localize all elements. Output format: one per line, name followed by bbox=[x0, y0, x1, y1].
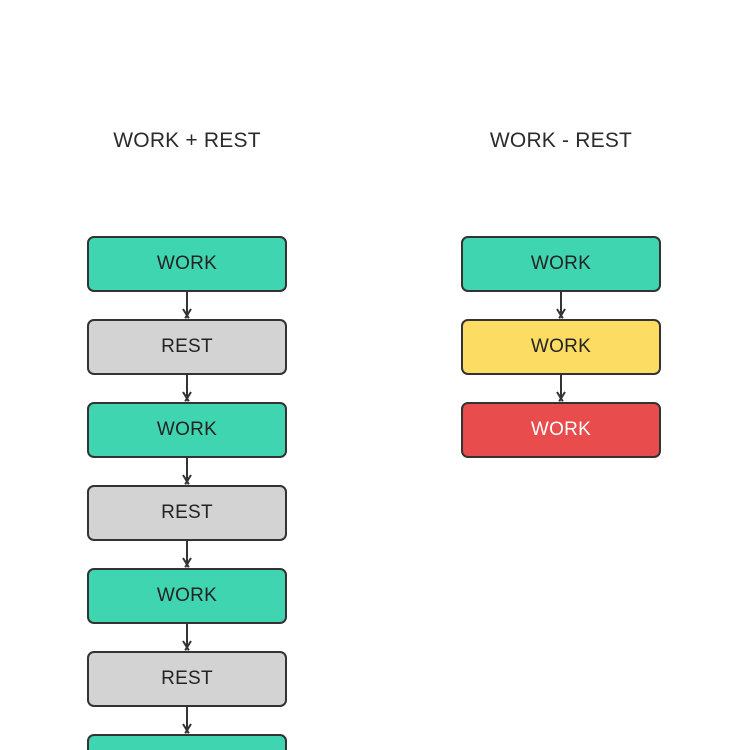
flow-node-label: WORK bbox=[156, 585, 218, 606]
arrow-line bbox=[186, 707, 188, 729]
flow-arrow bbox=[87, 541, 287, 568]
arrow-line bbox=[560, 292, 562, 314]
flow-node-work[interactable]: WORK bbox=[87, 734, 287, 750]
flow-node-rest[interactable]: REST bbox=[87, 485, 287, 541]
flow-node-label: REST bbox=[161, 502, 213, 523]
arrow-line bbox=[186, 458, 188, 480]
flow-node-label: WORK bbox=[530, 336, 592, 357]
column-title-work-minus-rest: WORK - REST bbox=[489, 129, 633, 152]
flow-node-work[interactable]: WORK bbox=[461, 402, 661, 458]
flow-node-label: REST bbox=[161, 336, 213, 357]
flow-node-work[interactable]: WORK bbox=[87, 402, 287, 458]
arrow-line bbox=[186, 375, 188, 397]
flow-chain-right: WORK WORK WORK bbox=[461, 236, 661, 458]
flow-node-rest[interactable]: REST bbox=[87, 319, 287, 375]
flow-node-label: REST bbox=[161, 668, 213, 689]
flow-node-work[interactable]: WORK bbox=[87, 568, 287, 624]
flow-node-label: WORK bbox=[530, 419, 592, 440]
flow-node-label: WORK bbox=[530, 253, 592, 274]
flow-arrow bbox=[461, 375, 661, 402]
arrow-line bbox=[560, 375, 562, 397]
flow-arrow bbox=[87, 292, 287, 319]
flow-arrow bbox=[87, 707, 287, 734]
flow-node-rest[interactable]: REST bbox=[87, 651, 287, 707]
flow-node-label: WORK bbox=[156, 253, 218, 274]
flow-node-work[interactable]: WORK bbox=[461, 236, 661, 292]
flow-arrow bbox=[87, 624, 287, 651]
arrow-line bbox=[186, 541, 188, 563]
flow-node-work[interactable]: WORK bbox=[461, 319, 661, 375]
flow-arrow bbox=[87, 458, 287, 485]
column-title-work-plus-rest: WORK + REST bbox=[113, 129, 261, 152]
flow-chain-left: WORK REST WORK REST WORK REST WORK bbox=[87, 236, 287, 750]
flow-arrow bbox=[87, 375, 287, 402]
flow-node-work[interactable]: WORK bbox=[87, 236, 287, 292]
arrow-line bbox=[186, 292, 188, 314]
arrow-line bbox=[186, 624, 188, 646]
flow-node-label: WORK bbox=[156, 419, 218, 440]
flow-arrow bbox=[461, 292, 661, 319]
